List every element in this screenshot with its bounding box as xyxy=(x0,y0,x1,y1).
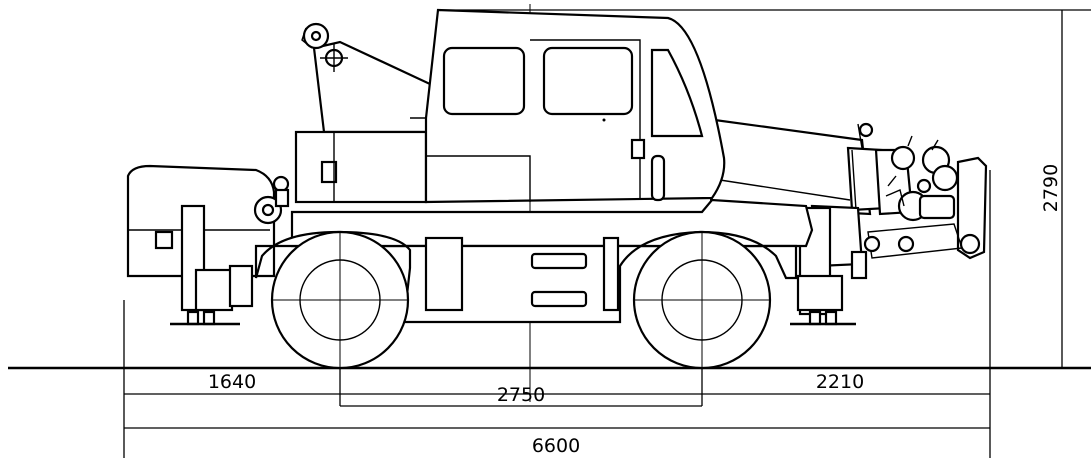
upper-housing xyxy=(294,117,428,204)
front-cab-window xyxy=(650,48,704,138)
overall-length-label: 6600 xyxy=(532,435,580,457)
dimension-lines xyxy=(123,9,1091,458)
jib-head-sheave xyxy=(301,22,432,134)
dimension-labels: 1640 2750 2210 6600 2790 xyxy=(208,164,1062,457)
door-window xyxy=(542,46,634,116)
rear-overhang-label: 1640 xyxy=(208,371,256,393)
rear-outrigger xyxy=(126,164,290,326)
front-overhang-label: 2210 xyxy=(816,371,864,393)
wheelbase-label: 2750 xyxy=(497,384,545,406)
operator-cab xyxy=(424,8,726,204)
front-outrigger xyxy=(790,204,963,326)
rear-cab-window xyxy=(442,46,526,116)
overall-height-label: 2790 xyxy=(1040,164,1062,212)
rear-wheel xyxy=(270,230,410,370)
boom xyxy=(698,116,890,216)
front-wheel xyxy=(632,230,772,370)
boom-head-sheaves xyxy=(874,135,988,260)
door-handle xyxy=(630,138,646,160)
